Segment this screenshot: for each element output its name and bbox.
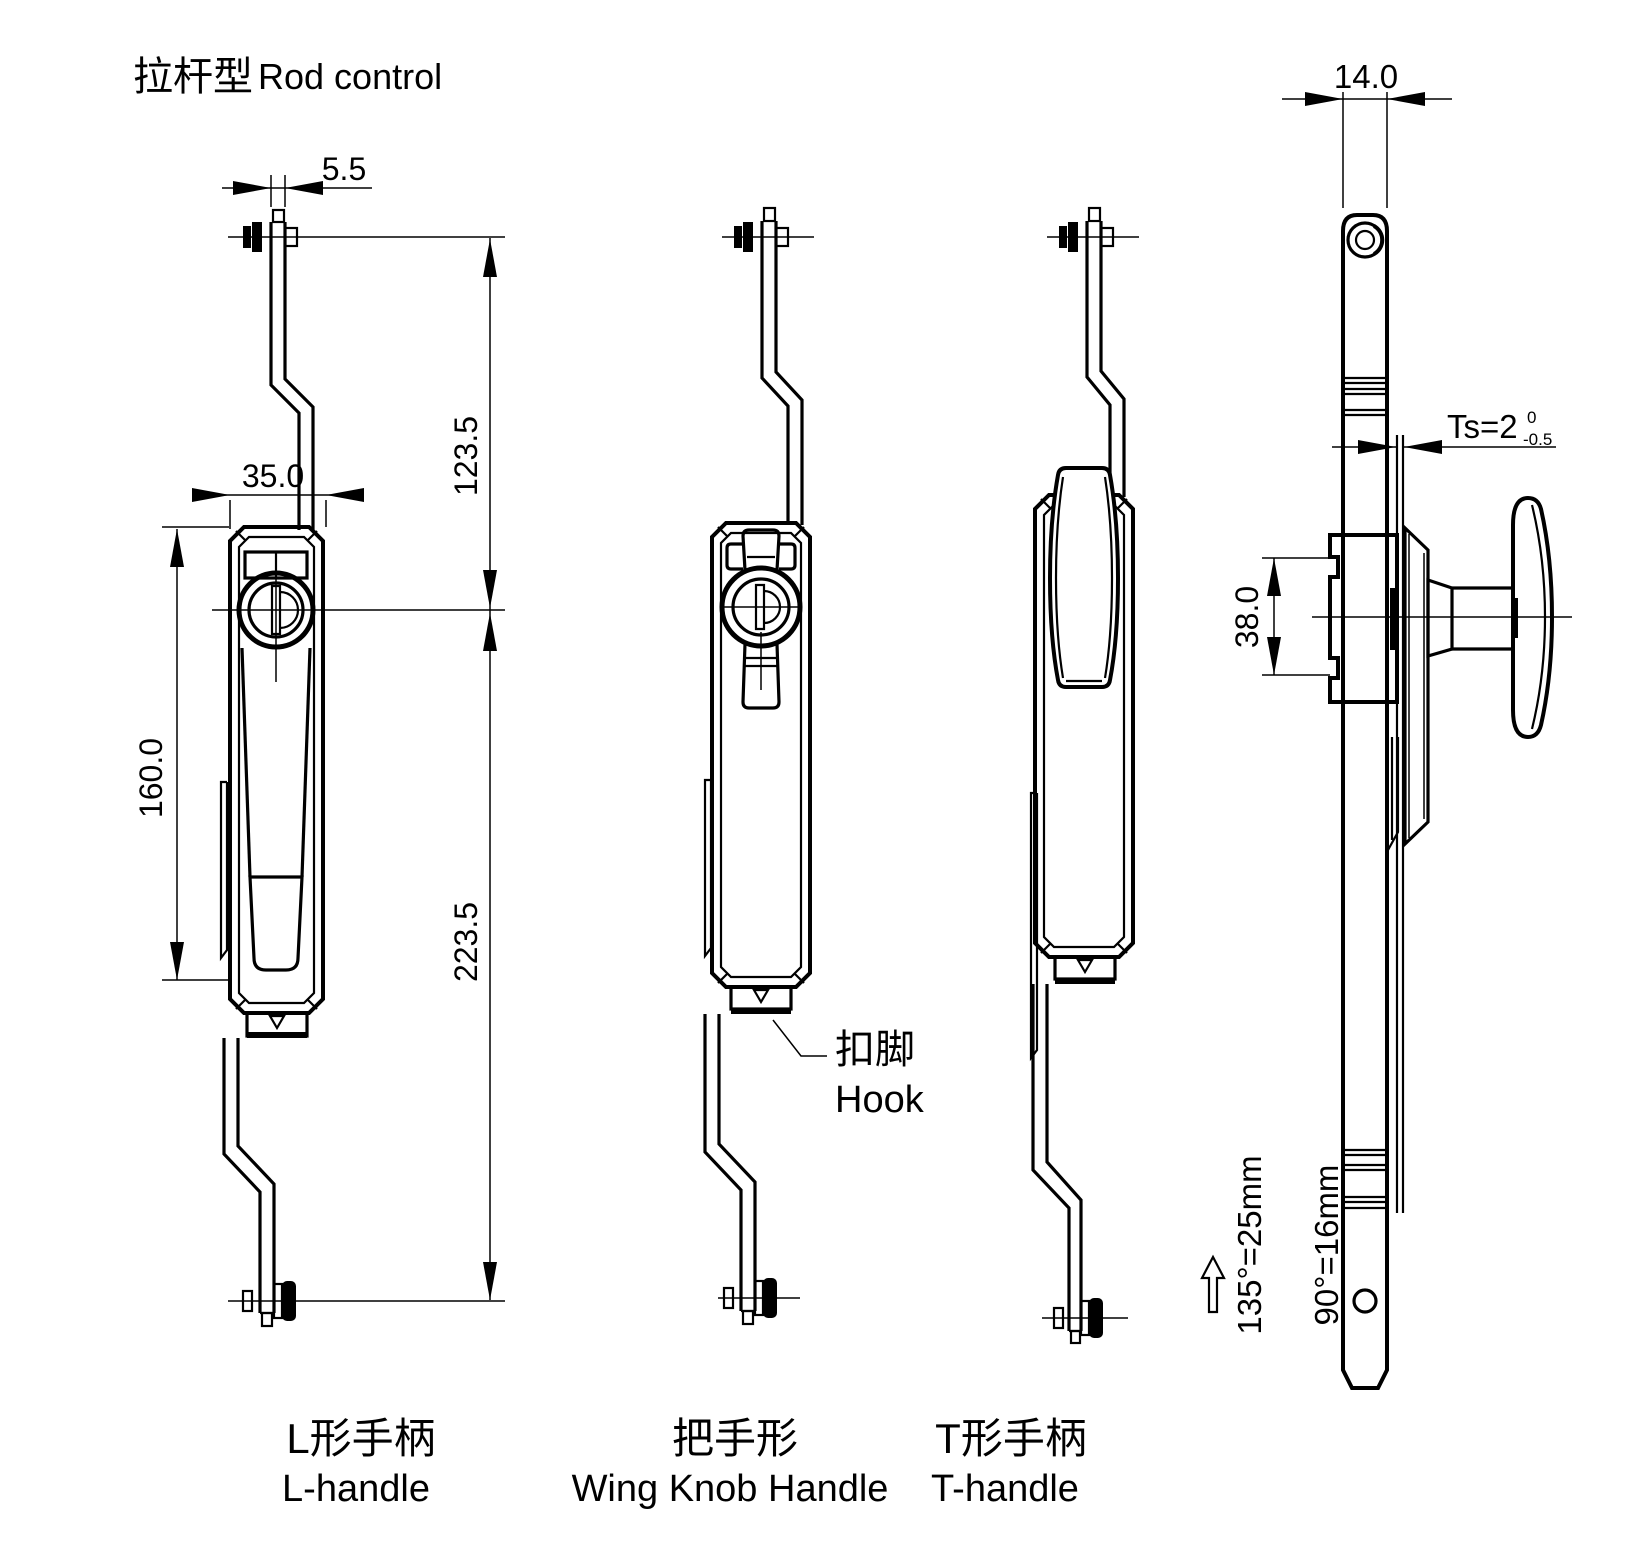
l-handle-grip — [240, 647, 312, 972]
t-handle-upper-rod — [1085, 206, 1126, 497]
l-handle-bottom-bolt — [241, 1281, 296, 1321]
dim-lower-length-value: 223.5 — [448, 902, 484, 982]
hook-label-zh: 扣脚 — [835, 1028, 915, 1072]
l-handle-hook — [245, 1011, 309, 1038]
t-handle-side-tab — [1029, 791, 1039, 1062]
wing-knob-side-tab — [703, 778, 713, 960]
caption-l-handle-zh: L形手柄 — [286, 1415, 435, 1462]
l-handle-lower-rod — [222, 1038, 276, 1328]
rod-bottom-hole — [1352, 1288, 1378, 1314]
caption-wing-knob-en: Wing Knob Handle — [572, 1468, 889, 1510]
l-handle-top-bolt — [228, 222, 505, 252]
wing-knob-upper-rod — [760, 206, 804, 525]
t-handle-hook — [1053, 955, 1117, 984]
side-view-hook-strip — [1387, 737, 1400, 851]
wing-knob-figure: 扣脚 Hook — [703, 206, 925, 1326]
t-handle-bottom-bolt — [1042, 1298, 1128, 1338]
t-handle-grip — [1047, 466, 1121, 689]
wing-knob-lower-rod — [703, 1014, 757, 1326]
dim-body-height-value: 160.0 — [133, 738, 169, 818]
drawing-title: 拉杆型 Rod control — [133, 55, 442, 99]
dim-panel-tol-lower: -0.5 — [1523, 430, 1552, 449]
side-view-latch — [1390, 588, 1399, 650]
t-handle-figure — [1029, 206, 1139, 1345]
t-handle-lower-rod — [1031, 984, 1083, 1345]
l-handle-upper-rod — [269, 208, 315, 530]
dim-rod-face-width: 14.0 — [1282, 58, 1452, 208]
caption-wing-knob-zh: 把手形 — [672, 1415, 798, 1462]
dim-upper-length-value: 123.5 — [448, 416, 484, 496]
throw-135-note: 135°=25mm — [1231, 1155, 1268, 1334]
wing-knob-body — [710, 521, 812, 989]
side-view-rod — [1341, 213, 1389, 1390]
wing-knob-hook — [729, 985, 793, 1014]
caption-l-handle-en: L-handle — [282, 1468, 430, 1510]
wing-knob — [719, 528, 803, 710]
dim-rod-face-width-value: 14.0 — [1334, 58, 1398, 95]
dim-rod-offset: 5.5 — [222, 151, 372, 207]
l-handle-body — [228, 525, 325, 1015]
title-zh: 拉杆型 — [133, 55, 253, 99]
dim-body-width: 35.0 — [192, 458, 364, 529]
caption-t-handle-zh: T形手柄 — [935, 1415, 1087, 1462]
t-handle-body — [1033, 493, 1135, 959]
dim-panel-tol-upper: 0 — [1527, 408, 1536, 427]
dim-cam-span: 38.0 — [1229, 557, 1330, 676]
l-handle-side-tab — [219, 780, 229, 962]
up-arrow-icon — [1200, 1254, 1226, 1314]
wing-knob-top-bolt — [722, 222, 814, 252]
dim-cam-span-value: 38.0 — [1229, 586, 1265, 648]
title-en: Rod control — [258, 56, 442, 97]
l-handle-keyhole — [236, 560, 316, 682]
t-handle-top-bolt — [1047, 222, 1139, 252]
hook-label-en: Hook — [835, 1079, 925, 1121]
escutcheon-plate — [1403, 524, 1430, 848]
wing-knob-bottom-bolt — [718, 1278, 800, 1318]
dim-rod-lengths: 123.5 223.5 — [212, 238, 505, 1302]
throw-note: 135°=25mm 90°=16mm — [1200, 1155, 1345, 1335]
side-view-lock-body — [1328, 533, 1399, 704]
dim-panel-thickness-value: Ts=2 — [1447, 408, 1518, 445]
t-knob-side — [1312, 495, 1572, 740]
figure-captions: L形手柄 L-handle 把手形 Wing Knob Handle T形手柄 … — [282, 1415, 1087, 1510]
l-handle-figure: 5.5 35.0 123.5 223.5 — [133, 151, 505, 1328]
dim-rod-offset-value: 5.5 — [322, 151, 366, 187]
throw-90-note: 90°=16mm — [1308, 1165, 1345, 1326]
dim-body-width-value: 35.0 — [242, 458, 304, 494]
hook-callout: 扣脚 Hook — [772, 1019, 925, 1121]
caption-t-handle-en: T-handle — [931, 1468, 1079, 1510]
side-view-figure: 14.0 38.0 Ts=2 0 -0.5 — [1200, 58, 1572, 1390]
dim-panel-thickness: Ts=2 0 -0.5 — [1332, 408, 1556, 454]
wing-knob-keyhole — [754, 583, 766, 631]
dim-body-height: 160.0 — [133, 526, 232, 981]
